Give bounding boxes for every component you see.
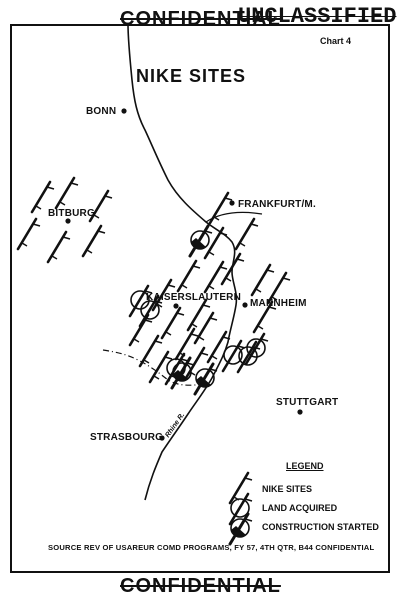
source-note: SOURCE REV OF USAREUR COMD PROGRAMS, FY … bbox=[48, 543, 375, 552]
legend-item-nike-sites: NIKE SITES bbox=[262, 484, 313, 494]
chart-number: Chart 4 bbox=[320, 36, 352, 46]
strasbourg-dot bbox=[159, 435, 165, 441]
legend-item-land-acquired: LAND ACQUIRED bbox=[262, 503, 338, 513]
mannheim-dot bbox=[242, 302, 248, 308]
frankfurt-dot bbox=[229, 200, 235, 206]
legend-item-construction-started: CONSTRUCTION STARTED bbox=[262, 522, 379, 532]
confidential-stamp-bottom: CONFIDENTIAL bbox=[120, 575, 281, 597]
bonn-dot bbox=[121, 108, 127, 114]
kaiserslautern-dot bbox=[173, 303, 179, 309]
city-label-frankfurt: FRANKFURT/M. bbox=[238, 199, 316, 210]
rhine-river bbox=[127, 23, 238, 501]
legend-title: LEGEND bbox=[286, 461, 324, 471]
city-label-strasbourg: STRASBOURG bbox=[90, 432, 164, 443]
bitburg-dot bbox=[65, 218, 71, 224]
unclassified-stamp: UNCLASSIFIED bbox=[238, 4, 397, 29]
map-title: NIKE SITES bbox=[136, 66, 247, 86]
map-frame bbox=[10, 24, 390, 573]
city-label-bonn: BONN bbox=[86, 106, 117, 117]
city-label-stuttgart: STUTTGART bbox=[276, 397, 339, 408]
main-river bbox=[205, 211, 263, 223]
stuttgart-dot bbox=[297, 409, 303, 415]
city-label-kaiserslautern: KAISERSLAUTERN bbox=[146, 292, 242, 303]
confidential-stamp-top: CONFIDENTIAL bbox=[120, 8, 281, 30]
city-label-mannheim: MANNHEIM bbox=[250, 298, 307, 309]
border-line bbox=[102, 349, 205, 386]
city-label-bitburg: BITBURG bbox=[48, 208, 95, 219]
